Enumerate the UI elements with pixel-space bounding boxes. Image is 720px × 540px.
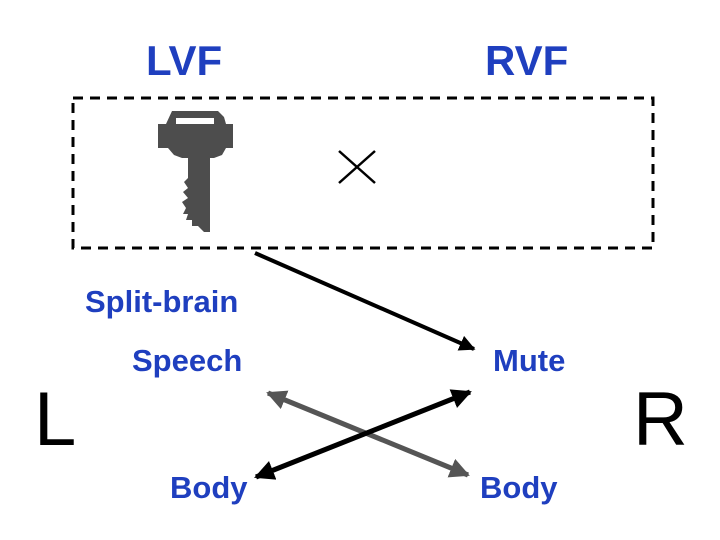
condition-label: Split-brain — [85, 284, 239, 319]
left-visual-field-label: LVF — [146, 37, 223, 84]
key-icon — [158, 111, 233, 232]
visual-input-arrow — [254, 251, 476, 351]
fixation-cross — [338, 150, 376, 184]
right-visual-field-label: RVF — [485, 37, 569, 84]
right-body-label: Body — [480, 470, 558, 505]
left-hemisphere-label: L — [34, 377, 77, 462]
speech-label: Speech — [132, 343, 243, 378]
visual-field-box — [71, 96, 655, 250]
mute-label: Mute — [493, 343, 566, 378]
mute-to-left-body-arrow — [254, 389, 472, 480]
right-hemisphere-label: R — [633, 377, 688, 462]
left-body-label: Body — [170, 470, 248, 505]
